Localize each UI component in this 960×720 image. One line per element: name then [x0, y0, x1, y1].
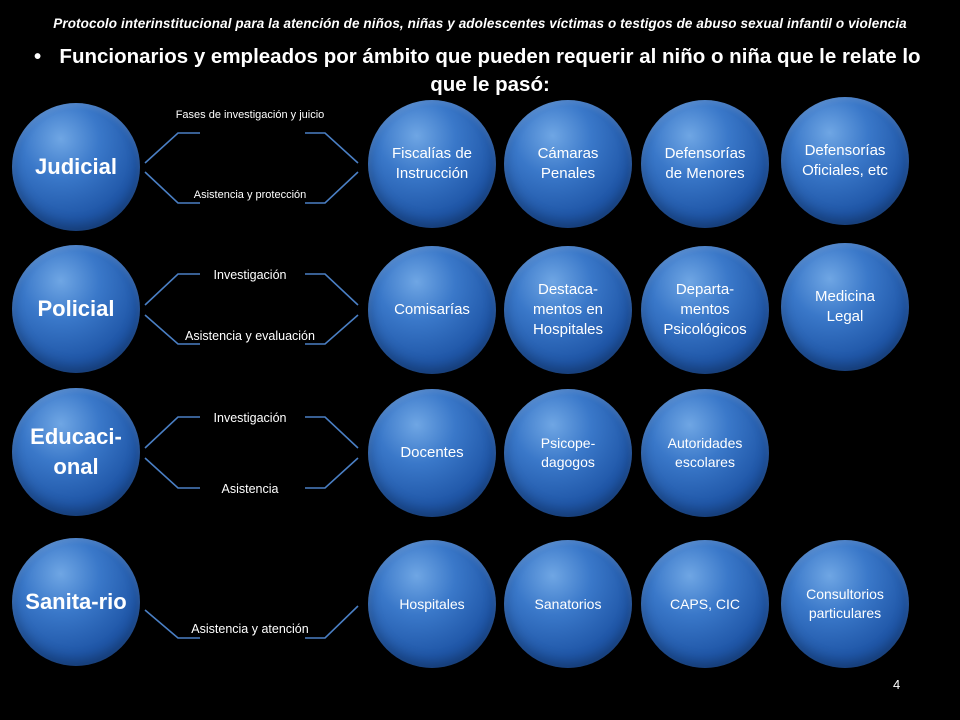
entity-label: Cámaras Penales [537, 145, 599, 182]
entity-circle: Hospitales [368, 540, 496, 668]
connector-sanitario-bottom [144, 609, 200, 639]
connector-judicial-top [144, 132, 200, 164]
entity-label: Consultorios particulares [806, 586, 884, 621]
area-policial: Policial [12, 245, 140, 373]
entity-circle: Medicina Legal [781, 243, 909, 371]
area-label: Sanita-rio [25, 589, 127, 614]
entity-circle: Defensorías de Menores [641, 100, 769, 228]
connector-educacional-in-top [305, 416, 359, 449]
entity-circle: CAPS, CIC [641, 540, 769, 668]
area-judicial: Judicial [12, 103, 140, 231]
entity-circle: Fiscalías de Instrucción [368, 100, 496, 228]
entity-label: Fiscalías de Instrucción [391, 145, 473, 182]
connector-educacional-top [144, 416, 200, 449]
area-label: Judicial [35, 154, 117, 179]
entity-label: Hospitales [399, 595, 465, 612]
role-label: Investigación [213, 411, 287, 425]
connector-judicial-bottom [144, 171, 200, 204]
entity-circle: Destaca-mentos en Hospitales [504, 246, 632, 374]
entity-label: Autoridades escolares [667, 435, 743, 470]
bullet-point: • Funcionarios y empleados por ámbito qu… [34, 43, 940, 99]
area-educacional: Educaci-onal [12, 388, 140, 516]
entity-circle: Consultorios particulares [781, 540, 909, 668]
connector-judicial-in-bottom [305, 171, 359, 204]
connector-policial-top [144, 273, 200, 306]
entity-circle: Docentes [368, 389, 496, 517]
area-label: Policial [37, 296, 115, 321]
area-sanitario: Sanita-rio [12, 538, 140, 666]
entity-label: Departa-mentos Psicológicos [663, 281, 747, 338]
entity-circle: Autoridades escolares [641, 389, 769, 517]
connector-educacional-in-bottom [305, 457, 359, 489]
role-label: Asistencia [221, 482, 279, 496]
entity-label: Defensorías Oficiales, etc [802, 142, 888, 179]
entity-label: Docentes [400, 444, 464, 461]
entity-label: Comisarías [394, 301, 470, 318]
connector-policial-in-top [305, 273, 359, 306]
page-number: 4 [893, 677, 901, 692]
connector-educacional-bottom [144, 457, 200, 489]
role-label: Investigación [213, 268, 287, 282]
entity-label: Destaca-mentos en Hospitales [532, 281, 604, 338]
entity-label: Medicina Legal [814, 288, 876, 325]
entity-label: Sanatorios [534, 595, 602, 612]
connector-judicial-in-top [305, 132, 359, 164]
role-label: Fases de investigación y juicio [175, 109, 325, 121]
entity-label: Defensorías de Menores [664, 145, 746, 182]
entity-circle: Psicope-dagogos [504, 389, 632, 517]
connector-policial-in-bottom [305, 314, 359, 345]
role-label: Asistencia y atención [191, 622, 309, 636]
entity-circle: Sanatorios [504, 540, 632, 668]
entity-circle: Departa-mentos Psicológicos [641, 246, 769, 374]
entity-circle: Defensorías Oficiales, etc [781, 97, 909, 225]
page-header: Protocolo interinstitucional para la ate… [53, 16, 907, 31]
entity-label: CAPS, CIC [669, 595, 740, 612]
role-label: Asistencia y evaluación [185, 329, 315, 343]
entity-circle: Comisarías [368, 246, 496, 374]
area-label: Educaci-onal [30, 424, 122, 479]
role-label: Asistencia y protección [193, 189, 307, 201]
bullet-text: Funcionarios y empleados por ámbito que … [59, 45, 921, 96]
entity-circle: Cámaras Penales [504, 100, 632, 228]
bullet-icon: • [34, 45, 42, 68]
entity-label: Psicope-dagogos [540, 435, 596, 470]
connector-sanitario-in [305, 605, 359, 639]
connector-policial-bottom [144, 314, 200, 345]
